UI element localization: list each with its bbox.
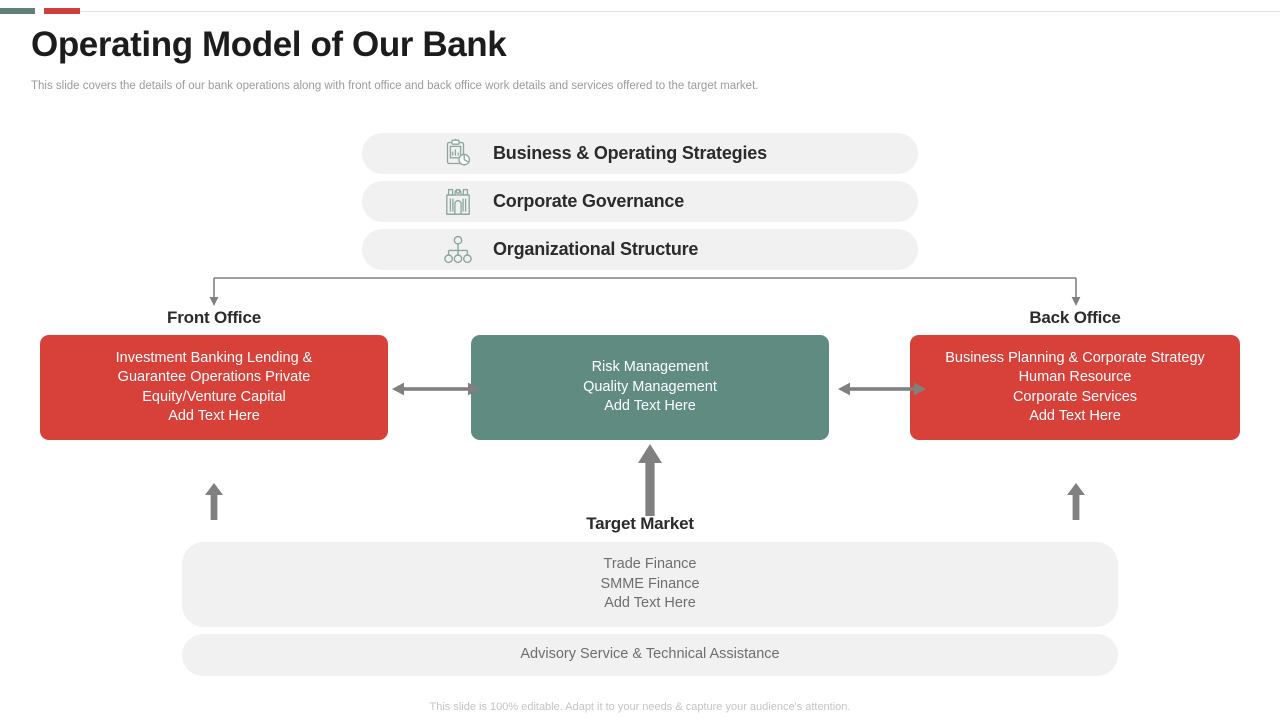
pill-label: Business & Operating Strategies [493, 143, 767, 163]
box-line: Equity/Venture Capital [142, 388, 286, 405]
box-line: Add Text Here [604, 595, 696, 612]
box-line: Corporate Services [1012, 388, 1138, 405]
front-office-box[interactable]: Investment Banking Lending & Guarantee O… [40, 335, 388, 440]
pill-corporate-governance[interactable]: Corporate Governance [362, 181, 918, 222]
box-line: Guarantee Operations Private [117, 369, 311, 385]
box-line: Business Planning & Corporate Strategy [945, 349, 1205, 366]
up-arrow-center-icon [637, 444, 663, 516]
page-title: Operating Model of Our Bank [31, 25, 507, 64]
strategy-pill-group: Business & Operating Strategies [362, 133, 918, 277]
top-accent-row [0, 8, 1280, 15]
back-office-box[interactable]: Business Planning & Corporate Strategy H… [910, 335, 1240, 440]
box-line: Add Text Here [1029, 408, 1121, 424]
accent-bar-teal [0, 8, 35, 14]
header-divider-rule [80, 11, 1280, 12]
clipboard-chart-icon [440, 137, 476, 171]
up-arrow-left-icon [201, 483, 227, 520]
pill-label: Organizational Structure [493, 239, 699, 259]
target-market-services-box[interactable]: Trade Finance SMME Finance Add Text Here [182, 542, 1118, 627]
box-line: Add Text Here [168, 408, 260, 424]
pill-business-operating-strategies[interactable]: Business & Operating Strategies [362, 133, 918, 174]
accent-bar-red [44, 8, 80, 14]
pill-label: Corporate Governance [493, 191, 685, 211]
box-line: Add Text Here [604, 398, 696, 415]
back-office-heading: Back Office [1029, 308, 1121, 327]
target-market-heading: Target Market [586, 514, 694, 533]
center-risk-management-box[interactable]: Risk Management Quality Management Add T… [471, 335, 829, 440]
pill-organizational-structure[interactable]: Organizational Structure [362, 229, 918, 270]
double-arrow-right-icon [838, 380, 926, 398]
box-line: Advisory Service & Technical Assistance [520, 646, 780, 663]
org-chart-icon [440, 233, 476, 267]
footer-note: This slide is 100% editable. Adapt it to… [429, 701, 851, 713]
double-arrow-left-icon [392, 380, 480, 398]
box-line: Trade Finance [603, 556, 697, 573]
front-office-heading: Front Office [167, 308, 261, 327]
box-line: Quality Management [583, 378, 717, 395]
bracket-connector [205, 277, 1085, 307]
page-subtitle: This slide covers the details of our ban… [31, 80, 759, 92]
box-line: SMME Finance [600, 575, 700, 592]
box-line: Investment Banking Lending & [115, 349, 313, 366]
up-arrow-right-icon [1063, 483, 1089, 520]
bank-building-icon [440, 185, 476, 219]
box-line: Risk Management [591, 359, 709, 376]
box-line: Human Resource [1018, 369, 1132, 385]
advisory-service-box[interactable]: Advisory Service & Technical Assistance [182, 634, 1118, 676]
